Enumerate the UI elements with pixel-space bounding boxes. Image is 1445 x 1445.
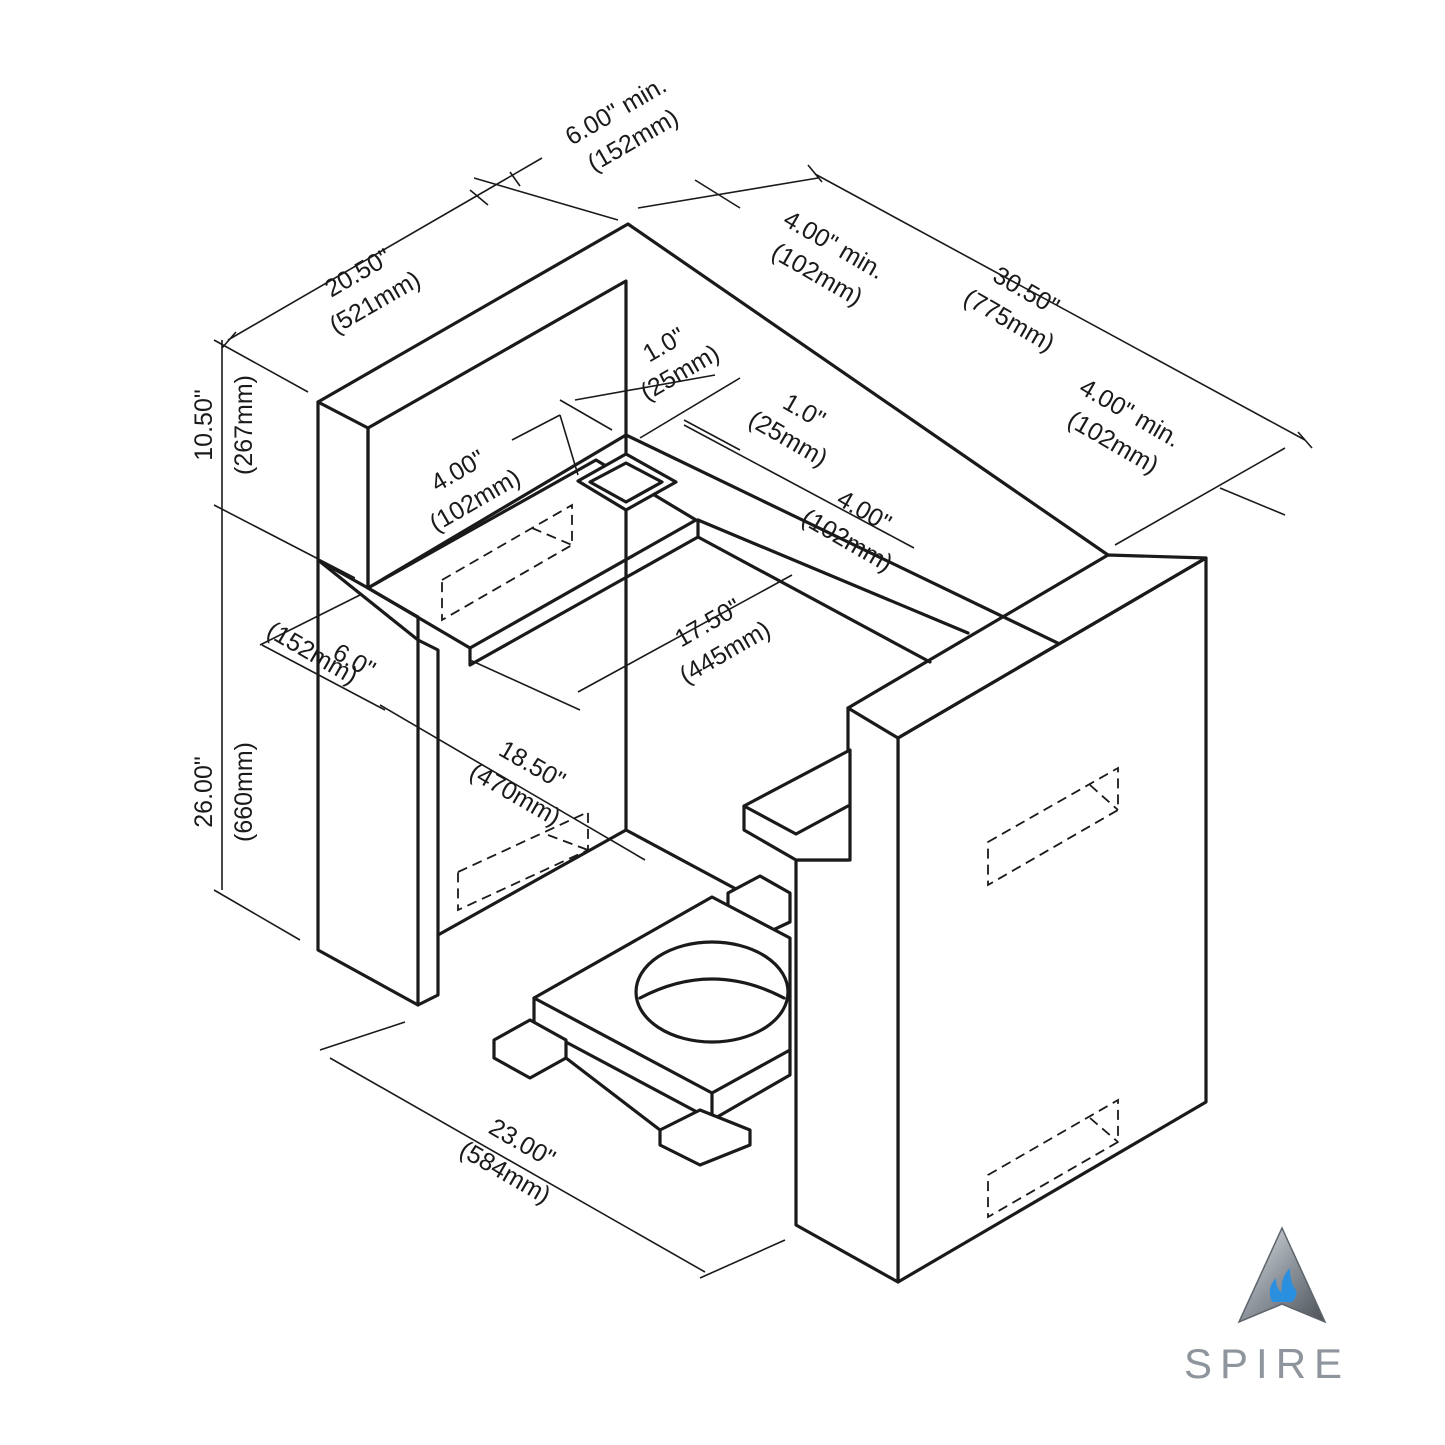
label-upper-height-mm: (267mm) — [230, 375, 258, 475]
label-lower-height-mm: (660mm) — [230, 742, 258, 842]
enclosure-frame — [316, 222, 1208, 1284]
burner-ring-inner — [638, 977, 786, 1000]
label-lower-height: 26.00" (660mm) — [190, 742, 258, 842]
dim-line-side-clearance — [1114, 447, 1286, 546]
right-mid-shelf-top — [742, 804, 850, 836]
dim-line-vent-size-a — [511, 414, 579, 476]
flame-icon — [1269, 1268, 1297, 1302]
right-mid-shelf — [742, 748, 852, 862]
dim-line-front-offset — [259, 594, 386, 711]
dim-line-vent-offset-b — [639, 377, 741, 451]
label-vent-size-b: 4.00" (102mm) — [797, 485, 898, 578]
label-rear-clearance: 4.00" min. (102mm) — [767, 205, 890, 312]
vent-inner — [588, 461, 664, 504]
top-outer-edge — [316, 222, 1110, 557]
label-base-width: 23.00" (584mm) — [455, 1113, 560, 1210]
vent-right-upper — [987, 766, 1119, 887]
front-foot-right — [658, 1108, 752, 1167]
label-opening-width: 18.50" (470mm) — [465, 735, 570, 832]
spire-logo: SPIRE — [1184, 1226, 1350, 1387]
dashed-vents — [441, 503, 1119, 1219]
label-vent-offset-a: 1.0" (25mm) — [636, 322, 725, 406]
label-depth: 20.50" (521mm) — [320, 243, 425, 340]
label-top-clearance: 6.00" min. (152mm) — [561, 71, 684, 178]
right-tower-front — [896, 556, 1208, 1284]
label-upper-height-in: 10.50" — [190, 389, 218, 460]
burner-assembly — [492, 874, 792, 1167]
left-shelf — [366, 458, 698, 650]
left-leg-step — [366, 586, 420, 642]
dim-line-top-clearance — [473, 157, 619, 221]
label-upper-height: 10.50" (267mm) — [190, 375, 258, 475]
vent-lower-left — [457, 810, 589, 912]
left-leg — [316, 558, 420, 1007]
dim-line-upper-height — [213, 339, 356, 579]
dim-line-opening-width — [379, 704, 646, 861]
top-inner-ledge — [366, 279, 1070, 650]
burner-ring — [634, 940, 790, 1044]
vent-upper-left — [441, 503, 573, 622]
label-lower-height-in: 26.00" — [190, 756, 218, 827]
label-vent-offset-b: 1.0" (25mm) — [744, 388, 833, 472]
dim-line-base-width — [319, 1021, 786, 1279]
shelf-back-edge-2 — [696, 535, 932, 664]
logo-wordmark: SPIRE — [1184, 1340, 1350, 1387]
label-side-clearance: 4.00" min. (102mm) — [1063, 373, 1186, 480]
label-overall-width: 30.50" (775mm) — [959, 261, 1064, 358]
logo-spire-shape — [1237, 1226, 1327, 1324]
shelf-back-edge — [696, 518, 970, 635]
dim-line-opening-depth — [469, 574, 793, 711]
dim-line-vent-offset-a — [559, 374, 716, 431]
left-shelf-edge — [468, 518, 700, 667]
dimension-lines — [213, 157, 1313, 1279]
vent-outer — [576, 452, 678, 512]
right-tower-top — [846, 553, 1208, 740]
label-opening-depth: 17.50" (445mm) — [670, 593, 775, 690]
left-upper-panel — [316, 400, 370, 590]
dim-line-lower-height — [213, 505, 301, 941]
foot-rail — [564, 1056, 662, 1132]
dim-line-rear-clearance — [637, 177, 819, 209]
top-vent-cutout — [576, 452, 678, 512]
left-leg-inner — [416, 638, 440, 1007]
dim-line-width — [807, 164, 1313, 449]
dim-line-vent-size-b — [683, 424, 915, 549]
vent-right-lower — [987, 1098, 1119, 1219]
